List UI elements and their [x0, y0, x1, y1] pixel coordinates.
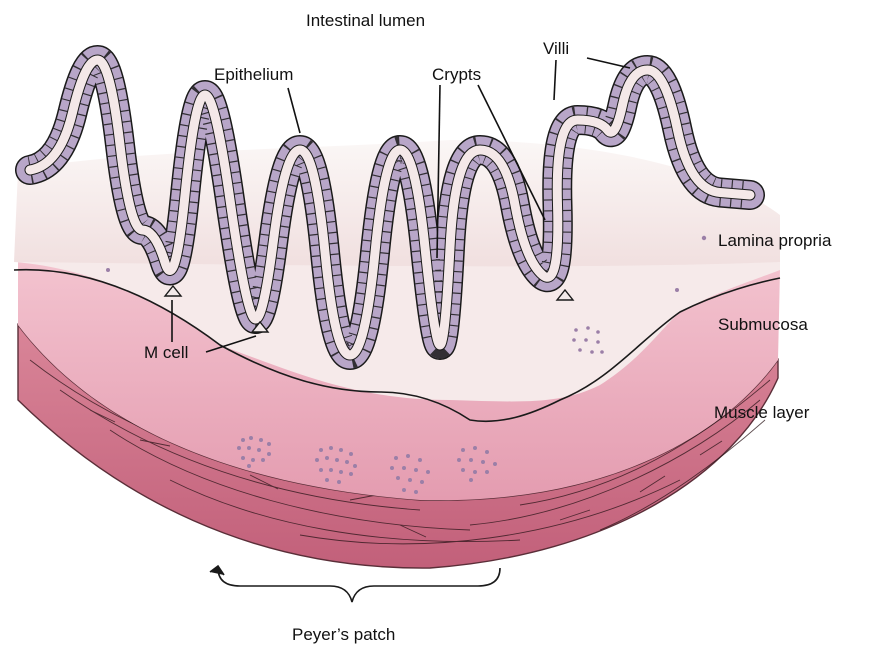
villi-leader-1	[587, 58, 630, 68]
label-muscle-layer: Muscle layer	[714, 403, 810, 422]
label-peyers-patch: Peyer’s patch	[292, 625, 395, 644]
label-intestinal-lumen: Intestinal lumen	[306, 11, 425, 30]
peyers-patch-bracket	[210, 566, 500, 602]
label-m-cell: M cell	[144, 343, 188, 362]
label-crypts: Crypts	[432, 65, 481, 84]
epithelium-leader	[288, 88, 300, 133]
label-epithelium: Epithelium	[214, 65, 293, 84]
label-lamina-propria: Lamina propria	[718, 231, 832, 250]
label-villi: Villi	[543, 39, 569, 58]
villi-leader-2	[554, 60, 556, 100]
label-submucosa: Submucosa	[718, 315, 808, 334]
